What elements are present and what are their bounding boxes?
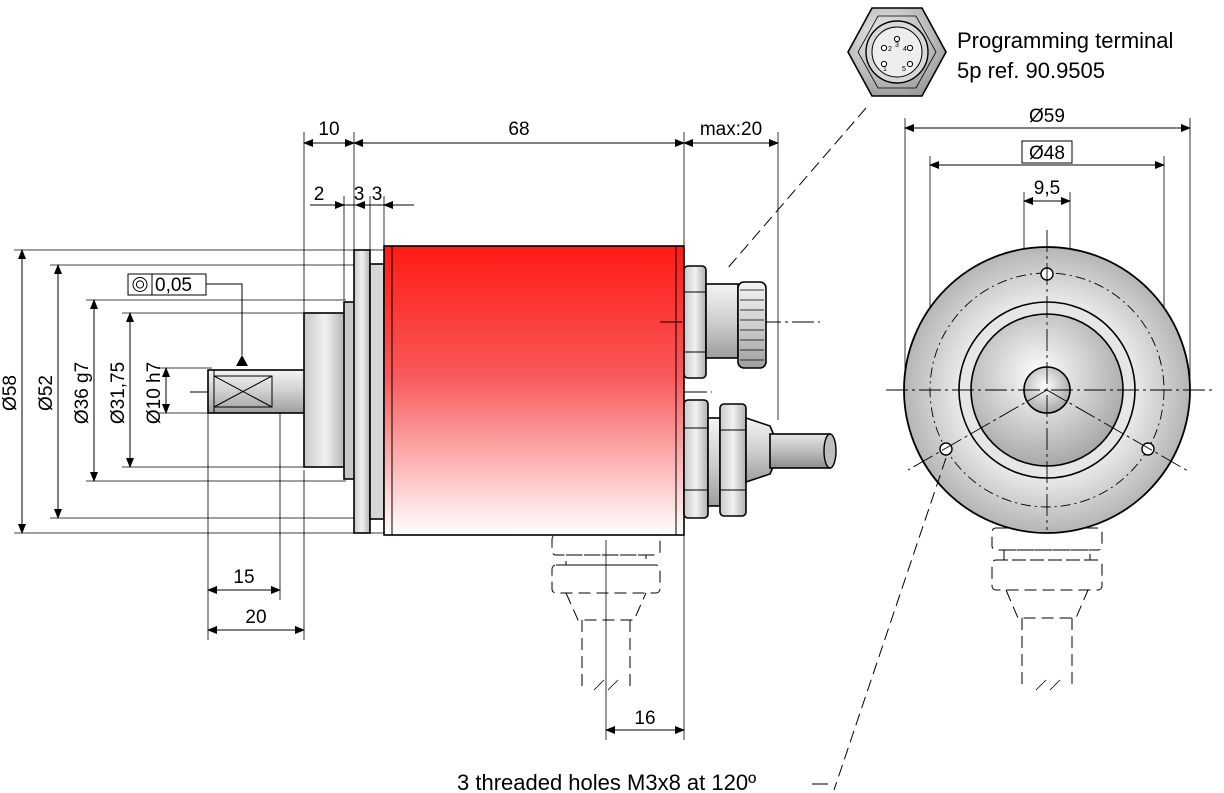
threaded-hole-right	[1141, 442, 1155, 456]
dim-flange-length: 10	[318, 119, 339, 140]
front-gland-dashed	[991, 527, 1103, 691]
shaft	[207, 369, 307, 414]
cable-gland	[683, 399, 837, 519]
dim-3b: 3	[372, 184, 383, 205]
pin-label-5: 5	[902, 66, 906, 73]
pin-label-1: 1	[883, 66, 887, 73]
dim-body-length: 68	[508, 119, 529, 140]
dim-front-dia48: Ø48	[1029, 143, 1065, 164]
dim-front-dia59: Ø59	[1029, 106, 1065, 127]
dim-length-16: 16	[634, 708, 655, 729]
dim-front-9-5: 9,5	[1034, 178, 1060, 199]
dim-dia58: Ø58	[0, 375, 21, 411]
holes-leader-line	[833, 457, 947, 791]
concentricity-tolerance-frame: 0,05	[127, 273, 248, 366]
pin-label-2: 2	[888, 46, 892, 53]
programming-terminal: 1 2 3 4 5 Programming terminal 5p ref. 9…	[725, 7, 1173, 271]
threaded-hole-left	[939, 442, 953, 456]
side-view: 10 68 max:20 2 3 3 Ø58 Ø52 Ø36 g7 Ø31,75…	[0, 119, 837, 740]
centring-spigot	[303, 312, 347, 468]
holes-note: 3 threaded holes M3x8 at 120º	[457, 770, 756, 793]
dim-dia52: Ø52	[36, 375, 57, 411]
flange-step	[369, 263, 385, 520]
dim-dia3175: Ø31,75	[108, 362, 129, 424]
concentricity-value: 0,05	[155, 275, 192, 296]
pin-label-4: 4	[903, 46, 907, 53]
encoder-housing	[383, 245, 685, 536]
m12-connector	[660, 265, 820, 379]
terminal-title: Programming terminal	[957, 28, 1173, 53]
dim-connector-length: max:20	[700, 119, 762, 140]
pin-label-3: 3	[895, 42, 899, 49]
dim-2: 2	[314, 184, 325, 205]
flange-plate	[353, 249, 371, 534]
dim-3a: 3	[354, 184, 365, 205]
dim-length-20: 20	[245, 607, 266, 628]
dim-dia36: Ø36 g7	[72, 362, 93, 424]
dim-length-15: 15	[233, 567, 254, 588]
terminal-reference: 5p ref. 90.9505	[957, 58, 1105, 83]
front-view: Ø59 Ø48 9,5	[886, 106, 1212, 691]
dim-dia10: Ø10 h7	[144, 362, 165, 424]
